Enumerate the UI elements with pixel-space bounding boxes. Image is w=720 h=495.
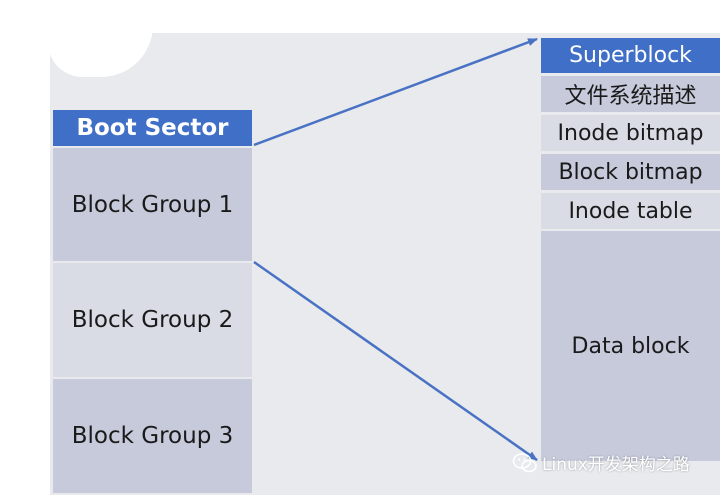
- data-block: Data block: [541, 231, 720, 461]
- wechat-icon: [512, 452, 537, 472]
- block-group-2: Block Group 2: [53, 263, 252, 377]
- fs-description-block: 文件系统描述: [541, 76, 720, 112]
- expand-arrow-bottom: [253, 260, 538, 462]
- block-group-1: Block Group 1: [53, 148, 252, 261]
- block-group-3: Block Group 3: [53, 379, 252, 493]
- boot-sector-block: Boot Sector: [53, 110, 252, 146]
- watermark-text: Linux开发架构之路: [542, 455, 690, 475]
- inode-table-block: Inode table: [541, 193, 720, 229]
- block-bitmap-block: Block bitmap: [541, 154, 720, 190]
- expand-arrow-top: [253, 37, 538, 147]
- inode-bitmap-block: Inode bitmap: [541, 115, 720, 151]
- watermark: Linux开发架构之路: [512, 450, 690, 475]
- superblock-block: Superblock: [541, 38, 720, 73]
